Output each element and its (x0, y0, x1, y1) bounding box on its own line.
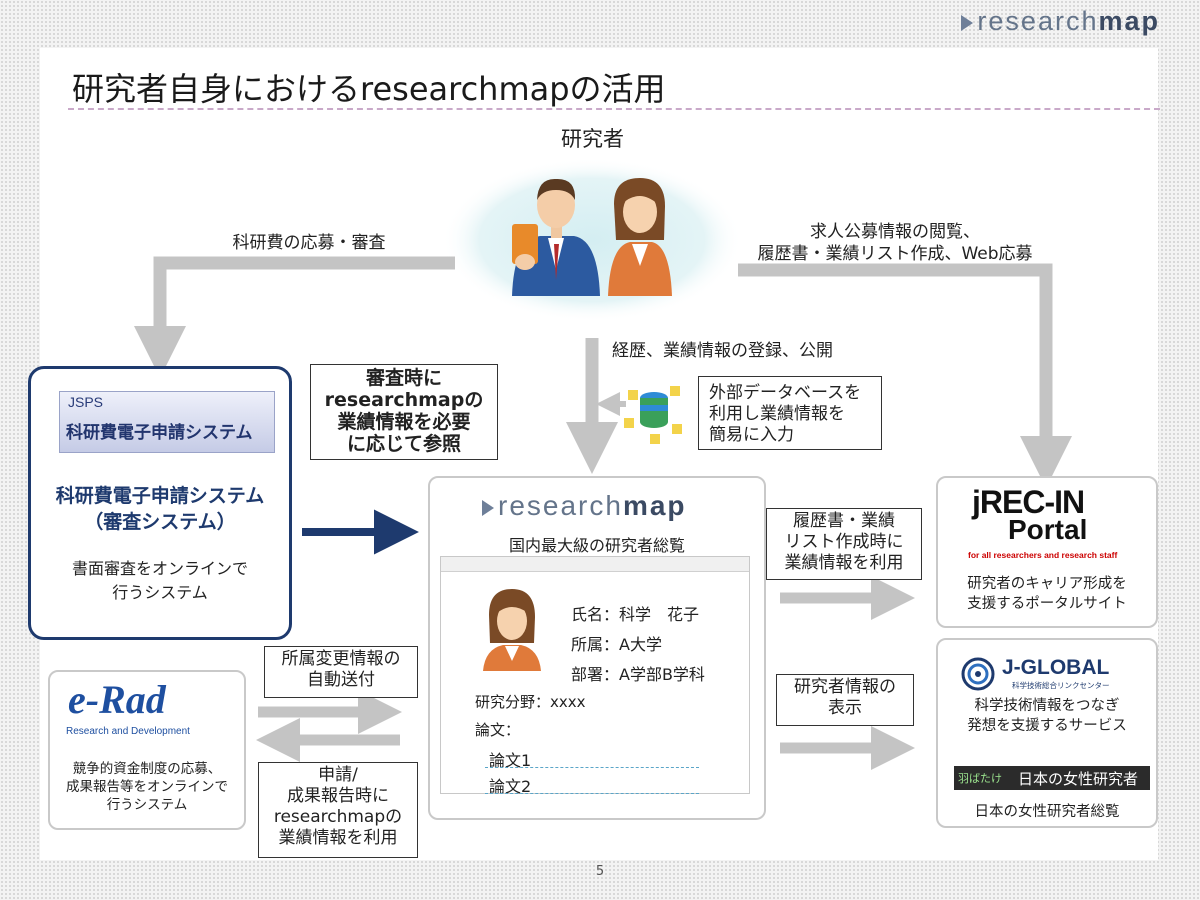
jglobal-desc-line2: 発想を支援するサービス (967, 718, 1127, 734)
profile-affiliation: 所属：A大学 (571, 635, 662, 654)
jsps-box: JSPS 科研費電子申請システム 科研費電子申請システム （審査システム） 書面… (28, 366, 292, 640)
display-note-line2: 表示 (828, 698, 862, 718)
woman-figure (608, 178, 672, 296)
women-banner-left: 羽ばたけ (958, 772, 1002, 785)
arrow-to-jrecin (738, 263, 1072, 488)
resume-note-line2: リスト作成時に (784, 532, 904, 552)
researcher-label: 研究者 (561, 127, 624, 151)
erad-desc-line2: 成果報告等をオンラインで (66, 779, 228, 795)
researchmap-box: researchmap 国内最大級の研究者総覧 氏名：科学 花子 所属：A大学 … (428, 476, 766, 820)
jsps-desc-line2: 行うシステム (112, 583, 208, 602)
jobs-label-line2: 履歴書・業績リスト作成、Web応募 (757, 244, 1033, 264)
arrow-to-jsps (134, 256, 455, 378)
profile-window: 氏名：科学 花子 所属：A大学 部署：A学部B学科 研究分野：xxxx 論文： … (440, 556, 750, 796)
jrecin-logo-line1: jREC-IN (972, 484, 1085, 520)
man-figure (512, 178, 600, 296)
jsps-name-line2: （審査システム） (84, 511, 236, 533)
register-label: 経歴、業績情報の登録、公開 (612, 341, 833, 361)
review-note-line4: に応じて参照 (346, 433, 461, 455)
erad-logo-text: e-Rad (68, 677, 166, 722)
apply-note: 申請/ 成果報告時に researchmapの 業績情報を利用 (258, 762, 418, 858)
jobs-label-line1: 求人公募情報の閲覧、 (810, 222, 980, 242)
researchmap-subtitle: 国内最大級の研究者総覧 (508, 536, 685, 555)
play-triangle-icon (961, 14, 974, 31)
erad-logo-sub: Research and Development (66, 726, 190, 737)
review-note-line3: 業績情報を必要 (337, 411, 471, 433)
logo-text-light: research (977, 6, 1099, 36)
jsps-banner-text: 科研費電子申請システム (66, 423, 253, 443)
profile-department: 部署：A学部B学科 (571, 665, 705, 684)
display-note-line1: 研究者情報の (794, 677, 896, 697)
jglobal-desc-line1: 科学技術情報をつなぎ (974, 698, 1120, 714)
jrecin-desc-line1: 研究者のキャリア形成を (967, 576, 1127, 592)
jrecin-desc-line2: 支援するポータルサイト (967, 596, 1127, 612)
affil-note-line1: 所属変更情報の (281, 649, 401, 669)
jglobal-logo-sub: 科学技術総合リンクセンター (1012, 681, 1110, 690)
external-db-line1: 外部データベースを (709, 383, 862, 403)
jglobal-rings-icon (961, 657, 995, 691)
researchmap-header-logo: researchmap (961, 6, 1160, 37)
profile-window-titlebar (441, 557, 749, 572)
jglobal-desc: 科学技術情報をつなぎ 発想を支援するサービス (938, 696, 1156, 736)
review-note: 審査時に researchmapの 業績情報を必要 に応じて参照 (310, 364, 498, 460)
external-db-note: 外部データベースを 利用し業績情報を 簡易に入力 (698, 376, 882, 450)
external-db-line2: 利用し業績情報を (709, 404, 845, 424)
women-banner: 羽ばたけ 日本の女性研究者 (954, 766, 1150, 790)
logo-text-bold: map (1098, 6, 1160, 36)
jglobal-box: J-GLOBAL 科学技術総合リンクセンター 科学技術情報をつなぎ 発想を支援す… (936, 638, 1158, 828)
jsps-banner: JSPS 科研費電子申請システム (59, 391, 275, 453)
paper1-divider (485, 767, 699, 768)
profile-papers-label: 論文： (475, 721, 521, 739)
erad-desc-line1: 競争的資金制度の応募、 (72, 761, 222, 777)
apply-note-line4: 業績情報を利用 (278, 828, 398, 848)
resume-note-line1: 履歴書・業績 (793, 511, 895, 531)
apply-note-line2: 成果報告時に (287, 786, 389, 806)
apply-note-line1: 申請/ (318, 765, 358, 785)
external-db-line3: 簡易に入力 (709, 425, 794, 445)
review-note-line1: 審査時に (365, 367, 442, 389)
jglobal-logo: J-GLOBAL (1002, 656, 1110, 679)
page-number: 5 (595, 864, 605, 879)
jsps-name: 科研費電子申請システム （審査システム） (31, 483, 289, 535)
rm-logo-bold: map (622, 490, 687, 521)
profile-name: 氏名：科学 花子 (571, 605, 700, 624)
erad-logo: e-Rad Research and Development (60, 677, 232, 737)
jrecin-box: jREC-IN Portal for all researchers and r… (936, 476, 1158, 628)
women-desc: 日本の女性研究者総覧 (974, 804, 1120, 820)
women-banner-text: 日本の女性研究者 (1018, 770, 1139, 788)
profile-avatar (483, 589, 541, 671)
erad-desc-line3: 行うシステム (106, 797, 188, 813)
jsps-small-logo: JSPS (68, 394, 104, 410)
affil-note-line2: 自動送付 (307, 670, 375, 690)
affiliation-note: 所属変更情報の 自動送付 (264, 646, 418, 698)
jrecin-desc: 研究者のキャリア形成を 支援するポータルサイト (938, 574, 1156, 614)
paper2-divider (485, 793, 699, 794)
erad-box: e-Rad Research and Development 競争的資金制度の応… (48, 670, 246, 830)
apply-note-line3: researchmapの (273, 807, 403, 827)
kakenhi-apply-text: 科研費の応募・審査 (232, 233, 386, 253)
jsps-name-line1: 科研費電子申請システム (55, 485, 265, 507)
page-title: 研究者自身におけるresearchmapの活用 (72, 70, 666, 108)
kakenhi-apply-label: 科研費の応募・審査 (214, 232, 404, 254)
profile-paper1: 論文1 (489, 751, 532, 770)
jsps-desc: 書面審査をオンラインで 行うシステム (31, 557, 289, 605)
jrecin-logo-line2: Portal (1008, 514, 1088, 545)
profile-field: 研究分野：xxxx (475, 693, 586, 711)
title-divider (68, 108, 1160, 110)
researchmap-logo: researchmap (482, 490, 687, 522)
jobs-label: 求人公募情報の閲覧、 履歴書・業績リスト作成、Web応募 (745, 221, 1045, 265)
jsps-desc-line1: 書面審査をオンラインで (71, 559, 248, 578)
rm-logo-light: research (498, 490, 623, 521)
arrow-jsps-to-researchmap (302, 509, 419, 555)
review-note-line2: researchmapの (324, 389, 484, 411)
resume-note: 履歴書・業績 リスト作成時に 業績情報を利用 (766, 508, 922, 580)
profile-paper2: 論文2 (489, 777, 532, 796)
display-note: 研究者情報の 表示 (776, 674, 914, 726)
erad-desc: 競争的資金制度の応募、 成果報告等をオンラインで 行うシステム (50, 760, 244, 814)
play-triangle-icon (482, 499, 494, 516)
resume-note-line3: 業績情報を利用 (784, 553, 904, 573)
jrecin-logo-sub: for all researchers and research staff (968, 550, 1118, 560)
